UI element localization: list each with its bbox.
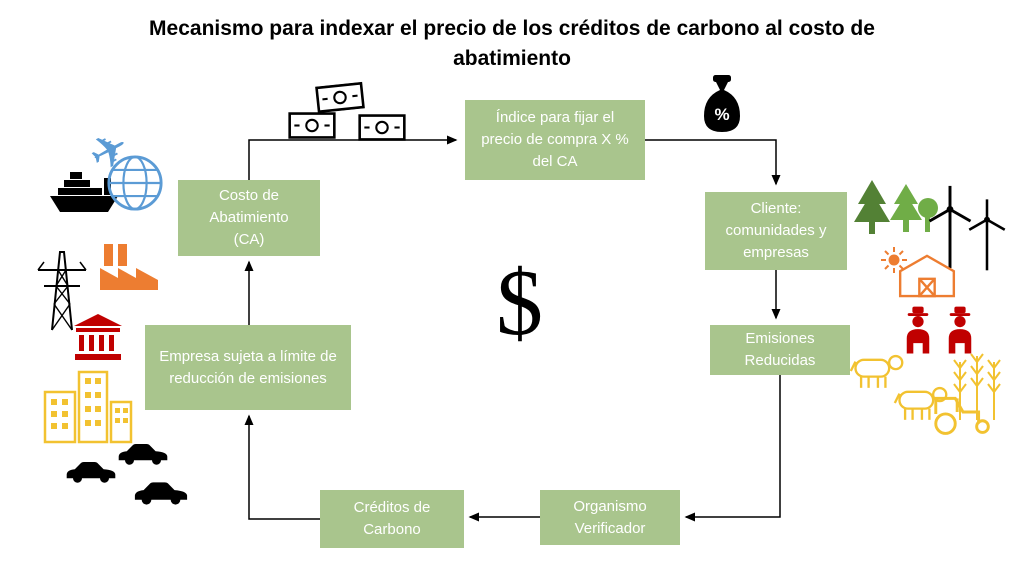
node-organismo-verificador: Organismo Verificador (540, 490, 680, 545)
car-icon (64, 458, 118, 484)
farmer-icon (903, 304, 933, 356)
city-buildings-icon (42, 368, 134, 444)
wind-turbine-icon (966, 196, 1008, 272)
wind-turbine-icon (926, 182, 974, 270)
node-organismo-label: Organismo Verificador (573, 497, 647, 537)
transmission-tower-icon (34, 240, 90, 332)
arrow-indice-to-cliente (645, 139, 781, 186)
money-bills-icon (288, 112, 336, 139)
barn-icon (896, 252, 958, 298)
page-title: Mecanismo para indexar el precio de los … (149, 17, 875, 71)
node-indice-precio: Índice para fijar el precio de compra X … (465, 100, 645, 180)
node-empresa-sujeta: Empresa sujeta a límite de reducción de … (145, 325, 351, 410)
node-emisiones-label: Emisiones Reducidas (744, 330, 816, 369)
node-cliente-label: Cliente: comunidades y empresas (725, 200, 827, 261)
cow-icon (848, 352, 906, 390)
wheat-icon (950, 342, 1004, 422)
arrow-emisiones-to-organismo (684, 375, 781, 522)
arrow-creditos-to-empresa (244, 414, 320, 520)
node-emisiones-reducidas: Emisiones Reducidas (710, 325, 850, 375)
percent-symbol: % (714, 105, 729, 124)
money-bills-icon (315, 81, 366, 114)
node-cliente: Cliente: comunidades y empresas (705, 192, 847, 270)
globe-icon (106, 154, 164, 212)
arrow-costo-to-indice (248, 135, 458, 180)
cow-icon (892, 384, 950, 422)
node-indice-label: Índice para fijar el precio de compra X … (481, 109, 629, 170)
node-empresa-label: Empresa sujeta a límite de reducción de … (159, 347, 337, 387)
tractor-icon (928, 388, 1000, 436)
farmer-icon (945, 304, 975, 356)
money-bills-icon (358, 114, 406, 141)
sun-icon (880, 246, 908, 274)
bank-icon (72, 312, 124, 362)
node-costo-abatimiento: Costo de Abatimiento (CA) (178, 180, 320, 256)
node-costo-label: Costo de Abatimiento (CA) (209, 187, 289, 248)
dollar-symbol: $ (496, 251, 543, 355)
node-creditos-label: Créditos de Carbono (353, 499, 431, 538)
node-creditos-carbono: Créditos de Carbono (320, 490, 464, 548)
factory-icon (98, 240, 160, 292)
money-bag-icon: % (696, 70, 748, 134)
cargo-ship-icon (48, 168, 120, 214)
car-icon (116, 440, 170, 466)
car-icon (132, 478, 190, 506)
pine-trees-icon (850, 178, 938, 244)
